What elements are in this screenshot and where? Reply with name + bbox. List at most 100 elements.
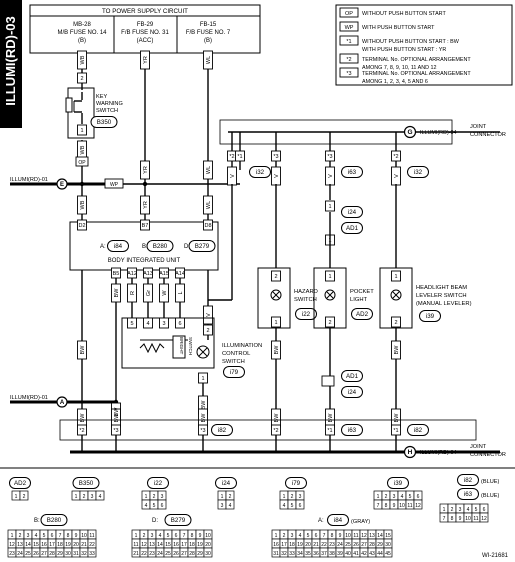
joint-g-name: ILLUMI(RD)-04	[420, 130, 457, 136]
face-b350-num: 1	[75, 494, 78, 500]
face-i79-num: 1	[283, 494, 286, 500]
joint-g-circle	[403, 125, 417, 139]
wire-bw-hl-box	[391, 340, 401, 360]
face-b280-num: 13	[17, 542, 23, 548]
face-b279-num: 28	[189, 551, 195, 557]
face-b280-num: 23	[9, 551, 15, 557]
joint-h-pin-box	[391, 424, 401, 436]
face-b280-num: 15	[33, 542, 39, 548]
joint-g-label: JOINT	[470, 124, 487, 130]
face-i79-cell	[295, 499, 305, 510]
biu-code-prefix: B:	[142, 244, 148, 250]
face-i84-num: 41	[353, 551, 359, 557]
legend-symbol: OP	[345, 11, 353, 17]
face-i84-cell	[383, 547, 393, 558]
ics-pin-label: 6	[178, 321, 181, 327]
face-b279-num: 11	[133, 542, 138, 548]
joint-g-label2: CONNECTOR	[470, 132, 506, 138]
biu-pin-bot-label: A13	[143, 271, 153, 277]
face-i84-num: 38	[329, 551, 335, 557]
face-b279-num: 20	[205, 542, 211, 548]
off-page-e-tag: E	[60, 182, 64, 188]
joint-h-tag: H	[408, 449, 413, 456]
hl-pin1-label: 1	[394, 274, 397, 280]
face-i82-num: 5	[475, 507, 478, 513]
face-b280-num: 22	[89, 542, 95, 548]
face-i39-num: 4	[401, 494, 404, 500]
joint-g-pin-label: *2	[393, 154, 398, 160]
off-page-a-circle	[56, 396, 68, 408]
conn-i63-oval	[457, 488, 479, 500]
joint-g-i63-oval	[341, 166, 363, 178]
kw-label3: SWITCH	[96, 108, 118, 114]
face-b280-num: 14	[25, 542, 31, 548]
legend-text: WITH PUSH BUTTON START	[362, 25, 435, 31]
face-b279-num: 29	[197, 551, 203, 557]
wire-bw-hl-text: BW	[394, 345, 400, 355]
wire-v-top-0-text: V	[230, 174, 236, 178]
face-i84-num: 17	[281, 542, 287, 548]
wire-biu-3-box	[159, 283, 169, 303]
joint-h-pin-label: *2	[79, 428, 84, 434]
face-b279-num: 19	[197, 542, 203, 548]
pocket-ad1-code: AD1	[346, 225, 359, 232]
wire-wl-low-text: WL	[206, 201, 212, 209]
face-i84-num: 45	[385, 551, 391, 557]
face-i84-num: 39	[337, 551, 343, 557]
hazard-pin1-label: 1	[274, 320, 277, 326]
face-b279-num: 4	[159, 533, 162, 539]
face-b279-num: 1	[135, 533, 138, 539]
legend-symbol-box	[339, 35, 359, 46]
headlight-code: i39	[426, 313, 435, 320]
fuse-line3: (B)	[204, 38, 212, 44]
face-i39-num: 5	[409, 494, 412, 500]
joint-h-pin-box	[198, 424, 208, 436]
face-b280-num: 10	[81, 533, 87, 539]
face-b279-num: 9	[199, 533, 202, 539]
ics-pin-box	[127, 317, 137, 329]
wire-wb-top-box	[77, 50, 87, 70]
joint-h-pin-label: *3	[113, 428, 118, 434]
face-b279-num: 3	[151, 533, 154, 539]
face-i84-num: 3	[291, 533, 294, 539]
face-i84-num: 37	[321, 551, 327, 557]
joint-g-i32b-oval	[407, 166, 429, 178]
pocket-connector-block	[321, 375, 335, 387]
biu-pin-bot-label: B5	[113, 271, 120, 277]
wire-bw-a-text: BW	[114, 407, 120, 417]
face-b279-num: 25	[165, 551, 171, 557]
face-i84-num: 12	[361, 533, 367, 539]
pocket-i24b-oval	[341, 386, 363, 398]
wire-bw-bot-0-text: BW	[80, 413, 86, 423]
biu-pin-top-label: D8	[204, 223, 211, 229]
face-b280-num: 19	[65, 542, 71, 548]
face-i84-num: 28	[369, 542, 375, 548]
joint-g-i32-oval	[249, 166, 271, 178]
wire-bw-left-text: BW	[80, 345, 86, 355]
wire-yr-low-box	[140, 195, 150, 215]
wire-v-biu-text: V	[206, 313, 212, 317]
legend-box	[335, 4, 513, 86]
hazard-switch-box	[257, 267, 291, 329]
wire-bw-hz-text: BW	[274, 345, 280, 355]
conn-i63-code: i63	[464, 491, 473, 498]
face-i82-num: 12	[481, 516, 487, 522]
face-i84-num: 31	[273, 551, 279, 557]
wire-bw-hz-box	[271, 340, 281, 360]
face-b280-num: 4	[35, 533, 38, 539]
face-b279-num: 15	[165, 542, 171, 548]
wire-yr-low-text: YR	[143, 201, 149, 209]
wire-biu-0-text: BW	[114, 288, 120, 298]
face-i84-num: 27	[361, 542, 367, 548]
face-b350-cell	[95, 490, 105, 501]
joint-g-i32b-code: i32	[414, 169, 423, 176]
key-warning-code: B350	[97, 119, 112, 126]
face-b280-cell	[87, 547, 97, 558]
ics-pin-label: 5	[130, 321, 133, 327]
conn-i63-suffix: (BLUE)	[481, 493, 499, 499]
face-i22-num: 6	[161, 503, 164, 509]
face-ad2-num: 1	[15, 494, 18, 500]
hazard-label1: HAZARD	[294, 289, 318, 295]
face-i82-num: 10	[465, 516, 471, 522]
